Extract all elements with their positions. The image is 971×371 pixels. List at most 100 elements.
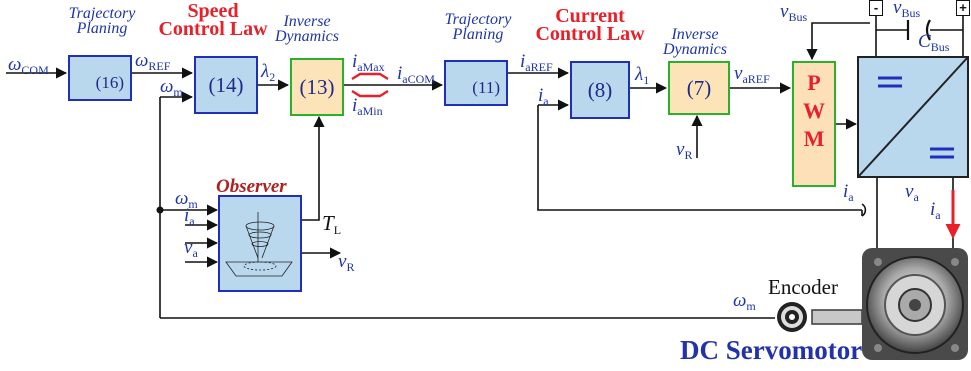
signal-subscript: m xyxy=(188,197,198,211)
signal-symbol: v xyxy=(780,1,789,22)
bus-plus-terminal: + xyxy=(956,0,970,16)
header-line: Planing xyxy=(76,20,128,37)
v-a-observer-label: va xyxy=(184,238,198,263)
signal-symbol: T xyxy=(322,211,334,235)
signal-symbol: ω xyxy=(175,188,189,209)
signal-subscript: 2 xyxy=(269,70,276,84)
signal-subscript: 1 xyxy=(643,73,650,87)
trajectory-block-16: (16) xyxy=(68,55,132,101)
signal-subscript: COM xyxy=(21,63,49,77)
encoder-label: Encoder xyxy=(768,275,838,299)
header-line: Dynamics xyxy=(663,41,727,58)
header-line: Inverse xyxy=(671,26,719,43)
i-amax-label: iaMax xyxy=(352,52,385,77)
i-a-motor-label: ia xyxy=(930,200,941,225)
signal-subscript: aMax xyxy=(357,60,385,74)
signal-subscript: a xyxy=(189,214,195,228)
i-a-input-label: ia xyxy=(538,86,549,111)
v-r-input-label: vR xyxy=(676,140,692,165)
observer-box xyxy=(218,195,302,292)
bus-minus-terminal: - xyxy=(869,0,883,16)
signal-symbol: λ xyxy=(635,64,644,85)
signal-symbol: ω xyxy=(733,290,747,311)
header-line: Inverse xyxy=(283,13,331,30)
signal-subscript: Bus xyxy=(930,40,950,54)
header-line: Speed xyxy=(187,0,239,22)
lambda1-label: λ1 xyxy=(635,65,649,90)
trajectory-planing-2-header: Trajectory Planing xyxy=(428,12,528,43)
signal-subscript: L xyxy=(333,223,342,237)
header-line: Dynamics xyxy=(275,28,339,45)
block-label: (8) xyxy=(587,77,613,102)
header-line: Trajectory xyxy=(68,5,136,22)
inverse-dynamics-1-header: Inverse Dynamics xyxy=(262,13,352,45)
v-a-motor-label: va xyxy=(905,182,919,207)
header-line: Planing xyxy=(452,26,504,43)
signal-symbol: v xyxy=(676,139,685,160)
signal-subscript: Bus xyxy=(901,6,921,20)
omega-m-bottom-label: ωm xyxy=(733,291,756,316)
i-a-observer-label: ia xyxy=(184,206,195,231)
i-acom-label: iaCOM xyxy=(397,64,435,89)
block-label: (13) xyxy=(299,74,335,99)
header-line: Control Law xyxy=(535,23,645,45)
signal-subscript: a xyxy=(192,246,198,260)
signal-symbol: i xyxy=(352,51,358,72)
c-bus-label: CBus xyxy=(918,32,949,57)
signal-subscript: m xyxy=(746,299,756,313)
v-bus-left-label: vBus xyxy=(780,2,807,27)
junction-dot xyxy=(156,206,164,214)
signal-symbol: i xyxy=(184,205,190,226)
encoder-icon xyxy=(777,302,807,332)
signal-subscript: REF xyxy=(148,59,171,73)
block-label: (14) xyxy=(208,72,244,97)
observer-title: Observer xyxy=(216,176,287,197)
signal-symbol: ω xyxy=(160,76,174,97)
inverse-dynamics-block-7: (7) xyxy=(668,61,730,115)
omega-m-input-label: ωm xyxy=(160,77,183,102)
signal-subscript: R xyxy=(346,260,355,274)
v-aref-label: vaREF xyxy=(734,64,770,89)
signal-subscript: aREF xyxy=(525,60,553,74)
speed-control-block-14: (14) xyxy=(194,56,258,114)
pwm-letter: W xyxy=(803,98,825,123)
signal-symbol: v xyxy=(184,237,193,258)
pwm-letter: M xyxy=(803,126,825,151)
current-control-block-8: (8) xyxy=(570,61,630,119)
power-converter xyxy=(857,56,969,178)
trajectory-block-11: (11) xyxy=(444,60,508,106)
pwm-block: P W M xyxy=(792,61,836,187)
signal-symbol: i xyxy=(930,199,936,220)
signal-subscript: R xyxy=(684,148,693,162)
dc-servomotor-image xyxy=(862,248,968,360)
speed-control-law-header: Speed Control Law xyxy=(148,0,278,39)
signal-symbol: v xyxy=(338,251,347,272)
omega-ref-label: ωREF xyxy=(135,51,170,76)
lambda2-label: λ2 xyxy=(261,62,275,87)
signal-symbol: i xyxy=(843,181,849,202)
trajectory-planing-1-header: Trajectory Planing xyxy=(52,5,152,37)
signal-subscript: aREF xyxy=(742,72,770,86)
signal-subscript: a xyxy=(935,208,941,222)
signal-symbol: λ xyxy=(261,61,270,82)
v-bus-top-label: vBus xyxy=(893,0,920,23)
block-label: (16) xyxy=(95,73,124,92)
signal-symbol: i xyxy=(397,63,403,84)
signal-symbol: ω xyxy=(135,50,149,71)
i-a-feedback-label: ia xyxy=(843,182,854,207)
signal-symbol: v xyxy=(893,0,902,18)
signal-symbol: ω xyxy=(8,54,22,75)
signal-subscript: a xyxy=(543,94,549,108)
signal-symbol: v xyxy=(905,181,914,202)
header-line: Current xyxy=(555,5,625,27)
signal-symbol: C xyxy=(918,31,931,52)
signal-subscript: a xyxy=(848,190,854,204)
omega-com-label: ωCOM xyxy=(8,55,49,80)
i-amin-label: iaMin xyxy=(352,96,383,121)
signal-symbol: i xyxy=(520,51,526,72)
signal-symbol: v xyxy=(734,63,743,84)
signal-subscript: m xyxy=(173,85,183,99)
i-aref-label: iaREF xyxy=(520,52,553,77)
v-r-output-label: vR xyxy=(338,252,354,277)
pwm-letter: P xyxy=(807,70,821,95)
